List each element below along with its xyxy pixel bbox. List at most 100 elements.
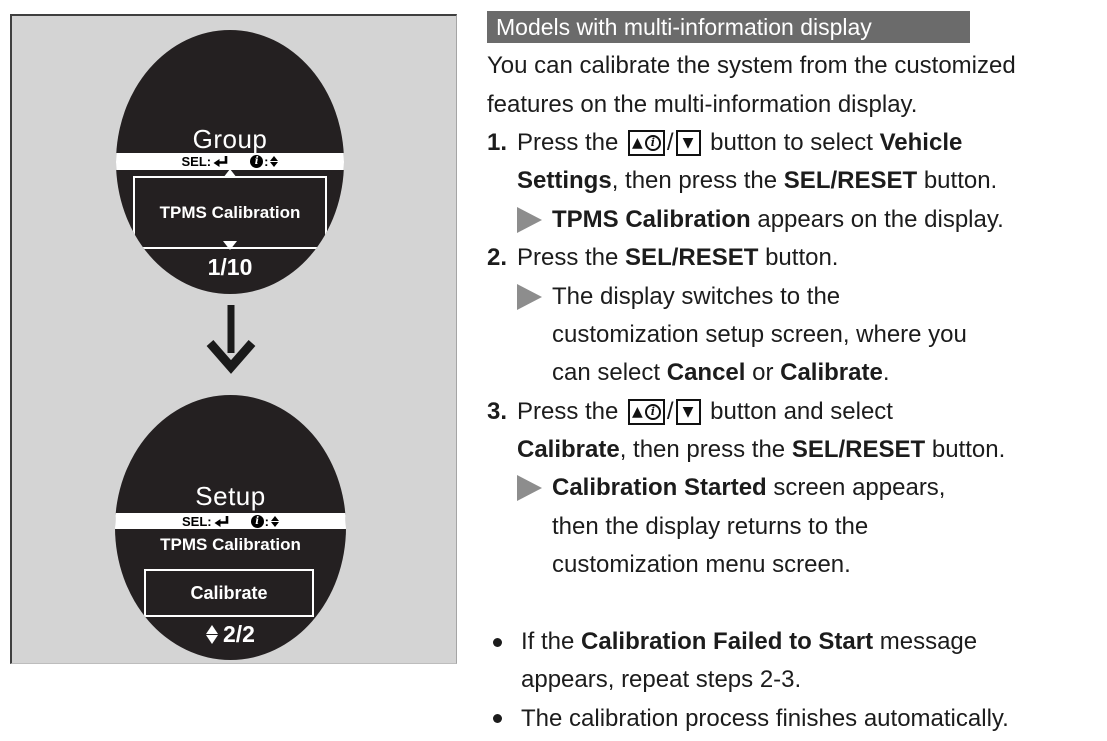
text-line: You can calibrate the system from the cu… (487, 47, 1107, 85)
section-tag: Models with multi-information display (487, 11, 970, 43)
text-line: Calibration Started screen appears, (487, 469, 1107, 507)
text-line: 3.Press the ▲i/▼ button and select (487, 393, 1107, 431)
down-button-icon: ▼ (675, 129, 701, 156)
text-segment: Calibration Failed to Start (581, 628, 874, 656)
text-line: The display switches to the (487, 277, 1107, 315)
slash-separator: / (666, 397, 674, 425)
return-icon (213, 155, 228, 168)
text-line: Settings, then press the SEL/RESET butto… (487, 162, 1107, 200)
selected-option-box: Calibrate (144, 569, 314, 617)
selected-menu-item-box: TPMS Calibration (133, 176, 327, 249)
sel-info-bar: SEL: i: (116, 153, 344, 170)
page-indicator: 2/2 (223, 621, 255, 647)
result-arrow-icon (517, 283, 542, 310)
info-up-down-button-icon: ▲i/▼ (628, 397, 701, 426)
info-icon: i (644, 403, 661, 420)
text-line: customization menu screen. (487, 546, 1107, 584)
text-segment: Cancel (666, 359, 746, 387)
up-info-button-icon: ▲i (628, 129, 665, 156)
page-indicator: 1/10 (207, 254, 253, 280)
line-spacer (487, 584, 1107, 622)
text-segment: SEL/RESET (625, 244, 759, 272)
text-segment: button. (925, 436, 1006, 464)
text-segment: The display switches to the (552, 282, 841, 310)
text-line: TPMS Calibration appears on the display. (487, 201, 1107, 239)
text-segment: button and select (703, 397, 893, 425)
text-segment: can select (552, 359, 667, 387)
text-segment: Calibrate (780, 359, 883, 387)
screen-title: Group (192, 124, 268, 154)
info-icon: i (644, 134, 661, 151)
text-segment: button. (758, 244, 839, 272)
mid-screen-group: Group SEL: i: TPMS Calibration 1/10 (116, 30, 344, 294)
text-segment: You can calibrate the system from the cu… (487, 52, 1016, 80)
text-segment: button to select (703, 128, 880, 156)
down-arrow-icon (206, 305, 256, 374)
step-number: 2. (487, 244, 508, 272)
scroll-up-icon (223, 169, 237, 178)
sel-info-bar: SEL: i: (115, 513, 346, 529)
down-triangle-icon: ▼ (682, 134, 694, 151)
sel-label: SEL: (181, 154, 212, 169)
bullet-icon (493, 637, 502, 647)
illustration-panel: Group SEL: i: TPMS Calibration 1/10 Setu… (10, 14, 457, 664)
text-line: Calibrate, then press the SEL/RESET butt… (487, 431, 1107, 469)
result-arrow-icon (517, 475, 542, 502)
down-button-icon: ▼ (675, 398, 701, 425)
text-segment: Calibration Started (552, 474, 767, 502)
text-segment: SEL/RESET (791, 436, 926, 464)
text-segment: . (882, 359, 890, 387)
text-segment: If the (521, 628, 582, 656)
step-number: 1. (487, 128, 508, 156)
text-segment: SEL/RESET (783, 167, 918, 195)
text-segment: Press the (517, 128, 626, 156)
menu-label: TPMS Calibration (160, 535, 301, 554)
up-down-icon (270, 515, 279, 527)
text-segment: customization menu screen. (552, 551, 851, 579)
menu-item-label: TPMS Calibration (159, 202, 301, 222)
text-segment: customization setup screen, where you (552, 320, 967, 348)
text-segment: then the display returns to the (552, 512, 869, 540)
text-line: can select Cancel or Calibrate. (487, 354, 1107, 392)
bullet-icon (493, 714, 502, 724)
step-number: 3. (487, 397, 508, 425)
text-segment: Calibrate (517, 436, 620, 464)
text-segment: Settings (517, 167, 612, 195)
page-indicator-row: 2/2 (115, 621, 346, 648)
mid-screen-setup: Setup SEL: i: TPMS Calibration Calibrate… (115, 395, 346, 660)
text-line: The calibration process finishes automat… (487, 700, 1107, 738)
scroll-down-icon (223, 241, 237, 250)
text-segment: screen appears, (766, 474, 946, 502)
up-down-icon (206, 625, 218, 644)
text-line: then the display returns to the (487, 508, 1107, 546)
up-triangle-icon: ▲ (632, 134, 643, 151)
text-segment: appears, repeat steps 2-3. (521, 666, 802, 694)
up-triangle-icon: ▲ (632, 403, 643, 420)
option-label: Calibrate (190, 582, 268, 603)
text-line: 1.Press the ▲i/▼ button to select Vehicl… (487, 124, 1107, 162)
text-segment: Press the (517, 244, 626, 272)
text-segment: appears on the display. (750, 205, 1004, 233)
screen-title: Setup (195, 481, 266, 511)
slash-separator: / (666, 128, 674, 156)
text-line: 2. Press the SEL/RESET button. (487, 239, 1107, 277)
text-line: If the Calibration Failed to Start messa… (487, 623, 1107, 661)
text-segment: , then press the (619, 436, 792, 464)
text-segment: The calibration process finishes automat… (521, 704, 1009, 732)
info-colon: : (264, 513, 269, 529)
text-segment: features on the multi-information displa… (487, 90, 918, 118)
text-line: appears, repeat steps 2-3. (487, 661, 1107, 699)
text-line: customization setup screen, where you (487, 316, 1107, 354)
up-info-button-icon: ▲i (628, 398, 665, 425)
text-segment: Vehicle (879, 128, 963, 156)
instruction-lines: You can calibrate the system from the cu… (487, 47, 1107, 738)
text-segment: , then press the (611, 167, 784, 195)
up-down-icon (270, 156, 279, 167)
info-icon: i (250, 514, 264, 528)
text-segment: button. (917, 167, 998, 195)
text-segment: message (873, 628, 978, 656)
text-line: features on the multi-information displa… (487, 85, 1107, 123)
info-up-down-button-icon: ▲i/▼ (628, 128, 701, 157)
result-arrow-icon (517, 206, 542, 233)
